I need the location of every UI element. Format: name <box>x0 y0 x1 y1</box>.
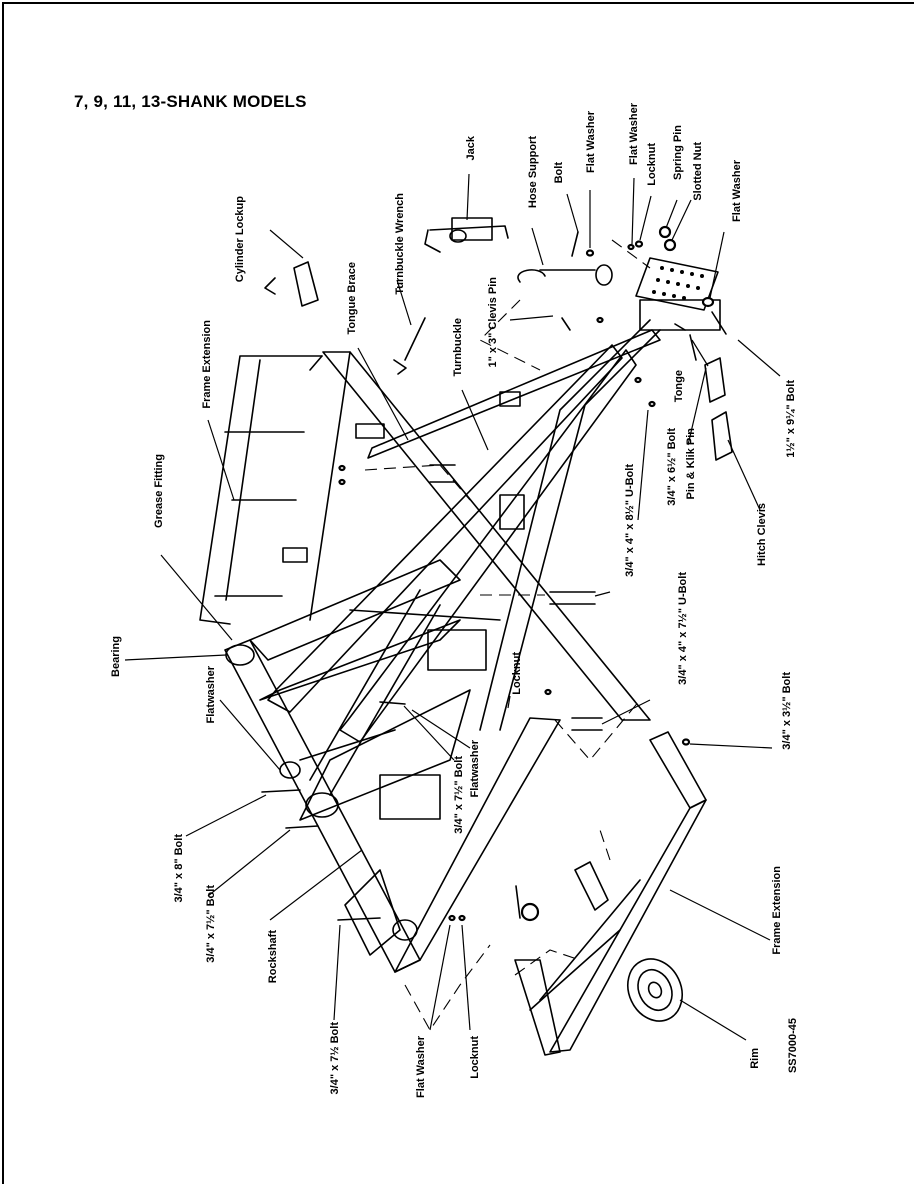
label-locknut-mid: Locknut <box>511 652 523 695</box>
frame-extension-bottom-drawing <box>514 731 707 1056</box>
hitch-plate-drawing <box>635 257 719 311</box>
label-bolt-3-4x7-5-mid: 3/4" x 7½" Bolt <box>453 756 465 834</box>
hitch-clevis-drawing <box>704 357 733 461</box>
jack-drawing <box>424 217 509 253</box>
label-clevis-pin: 1" x 3" Clevis Pin <box>487 277 499 368</box>
label-flatwasher-mid: Flatwasher <box>469 739 481 797</box>
label-bearing: Bearing <box>110 636 122 677</box>
label-frame-extension-bottom: Frame Extension <box>771 866 783 955</box>
rockshaft-drawing <box>259 619 461 761</box>
label-tonge: Tonge <box>673 370 685 402</box>
label-grease-fitting: Grease Fitting <box>153 454 165 528</box>
page-title: 7, 9, 11, 13-SHANK MODELS <box>74 92 307 111</box>
label-bolt-3-4x7-5-bottom: 3/4" x 7½ Bolt <box>329 1022 341 1095</box>
label-bolt-3-4x7-5-left: 3/4" x 7½" Bolt <box>205 885 217 963</box>
main-frame-drawing <box>224 559 561 973</box>
label-ubolt-8-5: 3/4" x 4" x 8½" U-Bolt <box>624 464 636 577</box>
frame-extension-top-drawing <box>199 351 651 721</box>
label-locknut-bottom: Locknut <box>469 1036 481 1079</box>
assembly-dashed-lines <box>364 239 651 1032</box>
label-frame-extension-top: Frame Extension <box>201 320 213 409</box>
turnbuckle-wrench-drawing <box>393 317 426 375</box>
label-flat-washer-2: Flat Washer <box>628 102 640 165</box>
label-jack: Jack <box>465 135 477 160</box>
label-rockshaft: Rockshaft <box>267 930 279 984</box>
part-labels: Cylinder Lockup Turnbuckle Wrench Jack H… <box>110 102 799 1098</box>
label-tongue-brace: Tongue Brace <box>346 262 358 335</box>
label-bolt: Bolt <box>553 162 565 184</box>
label-turnbuckle-wrench: Turnbuckle Wrench <box>394 193 406 295</box>
label-rim: Rim <box>749 1048 761 1069</box>
label-flat-washer-bottom: Flat Washer <box>415 1035 427 1098</box>
label-cylinder-lockup: Cylinder Lockup <box>234 196 246 282</box>
tongue-drawing <box>267 299 721 743</box>
label-turnbuckle: Turnbuckle <box>452 318 464 376</box>
label-hitch-clevis: Hitch Clevis <box>756 503 768 566</box>
label-locknut-top: Locknut <box>646 143 658 186</box>
label-bolt-3-4x8: 3/4" x 8" Bolt <box>173 834 185 903</box>
label-slotted-nut: Slotted Nut <box>692 142 704 201</box>
label-spring-pin: Spring Pin <box>672 125 684 180</box>
label-flat-washer-3: Flat Washer <box>731 159 743 222</box>
figure-id: SS7000-45 <box>787 1018 799 1073</box>
label-bolt-1-5x9-25: 1½" x 9¼" Bolt <box>785 380 797 458</box>
label-flat-washer-top: Flat Washer <box>585 110 597 173</box>
hardware-items <box>261 225 727 922</box>
label-flatwasher-left: Flatwasher <box>205 665 217 723</box>
hose-support-drawing <box>517 264 613 286</box>
cylinder-lockup-drawing <box>264 261 319 307</box>
label-pin-klik: Pin & Klik Pin <box>685 428 697 500</box>
leader-lines <box>124 173 781 1041</box>
label-hose-support: Hose Support <box>527 136 539 208</box>
rim-drawing <box>627 958 683 1022</box>
label-bolt-3-4x6-5: 3/4" x 6½" Bolt <box>666 428 678 506</box>
label-ubolt-7-5: 3/4" x 4" x 7½" U-Bolt <box>677 572 689 685</box>
label-bolt-3-4x3-5: 3/4" x 3½" Bolt <box>781 672 793 750</box>
